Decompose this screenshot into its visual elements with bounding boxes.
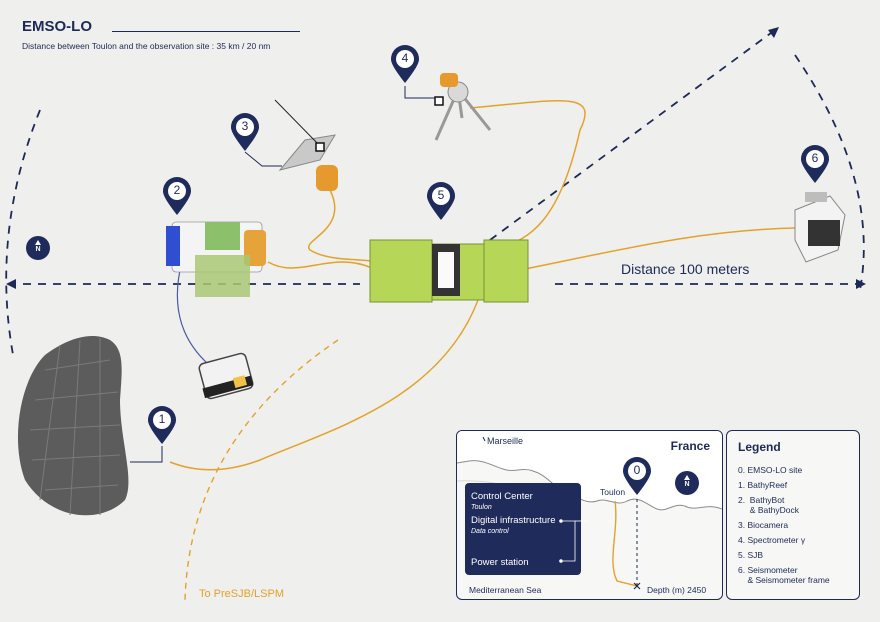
legend-item: 6. Seismometer & Seismometer frame — [738, 565, 830, 585]
north-arrow-icon — [35, 240, 41, 245]
north-compass: N — [26, 236, 50, 260]
bathydock-blue — [166, 226, 180, 266]
bathybot-yellow — [232, 375, 248, 388]
cc-toulon: Toulon — [471, 504, 492, 511]
map-pin-icon — [163, 177, 191, 215]
bathyreef-mesh — [29, 338, 121, 516]
left-range-arc — [5, 109, 41, 361]
page-subtitle: Distance between Toulon and the observat… — [22, 41, 271, 51]
map-pin-icon — [148, 406, 176, 444]
legend-list: 0. EMSO-LO site 1. BathyReef 2. BathyBot… — [738, 465, 830, 590]
sjb-panel-left — [369, 239, 433, 303]
control-center-box: Control Center Toulon Digital infrastruc… — [465, 483, 589, 575]
coastline — [457, 460, 722, 511]
distance-label: Distance 100 meters — [621, 261, 750, 277]
legend-title: Legend — [738, 440, 781, 454]
biocamera-box — [315, 142, 325, 152]
legend-item: 0. EMSO-LO site — [738, 465, 803, 475]
distance-line-diagonal — [489, 29, 776, 241]
seismometer-dark — [808, 220, 840, 246]
north-label: N — [35, 246, 41, 253]
toulon-cable — [612, 500, 638, 587]
presjb-label: To PreSJB/LSPM — [199, 588, 284, 600]
pin-1[interactable]: 1 — [147, 406, 177, 446]
pin-number: 4 — [401, 51, 409, 65]
legend-item: 3. Biocamera — [738, 520, 789, 530]
pin-0[interactable]: 0 — [622, 457, 652, 497]
site-x-marker — [633, 582, 641, 590]
cable-sjb-spectrometer — [469, 99, 586, 249]
map-north-label: N — [684, 481, 690, 488]
spectrometer-box — [434, 96, 444, 106]
map-sea: Mediterranean Sea — [469, 585, 542, 595]
seismometer-cap — [805, 192, 827, 202]
map-depth: Depth (m) 2450 — [647, 585, 707, 595]
biocamera-legs — [278, 134, 336, 171]
page-title: EMSO-LO — [22, 18, 92, 35]
sjb-panel-right — [483, 239, 529, 303]
pin-4[interactable]: 4 — [390, 45, 420, 85]
arrow-right — [856, 279, 866, 289]
cc-connector-lines — [559, 519, 589, 563]
cable-sjb-bathyreef — [169, 299, 479, 471]
legend-item: 4. Spectrometer γ — [738, 535, 806, 545]
bathyreef-shape — [17, 335, 129, 516]
pin-number: 6 — [811, 151, 819, 165]
map-country: France — [670, 439, 710, 453]
cable-sjb-bathydock — [267, 261, 373, 269]
map-pin-icon — [231, 113, 259, 151]
legend-item: 2. BathyBot & BathyDock — [738, 495, 799, 515]
pin-leader-1 — [130, 446, 163, 463]
biocamera-cylinder — [316, 165, 338, 191]
pin-leader-3 — [244, 151, 282, 167]
pin-5[interactable]: 5 — [426, 182, 456, 222]
pin-number: 3 — [241, 119, 249, 133]
spectrometer-cylinder — [440, 73, 458, 87]
pin-leader-4 — [404, 86, 435, 99]
cable-sjb-seismometer — [519, 227, 796, 271]
map-city-toulon: Toulon — [600, 487, 626, 497]
cc-digital-infra: Digital infrastructure — [471, 515, 556, 526]
cc-control-center: Control Center — [471, 491, 533, 502]
biocamera-mast — [274, 99, 323, 149]
right-range-arc — [794, 54, 865, 291]
title-rule — [112, 31, 300, 32]
pin-number: 2 — [173, 183, 181, 197]
cc-power-station: Power station — [471, 557, 529, 568]
cable-sjb-biocamera — [307, 189, 379, 263]
city-marker-marseille — [482, 436, 486, 442]
bathydock-grid — [195, 255, 250, 297]
inset-map: France Marseille Toulon Mediterranean Se… — [456, 430, 723, 600]
pin-2[interactable]: 2 — [162, 177, 192, 217]
presjb-arc — [184, 339, 339, 601]
map-pin-icon — [391, 45, 419, 83]
landmass — [457, 431, 722, 510]
pin-3[interactable]: 3 — [230, 113, 260, 153]
pin-number: 1 — [158, 412, 166, 426]
arrow-left — [6, 279, 16, 289]
map-city-marseille: Marseille — [487, 436, 524, 446]
pin-number: 0 — [633, 463, 641, 477]
legend: Legend 0. EMSO-LO site 1. BathyReef 2. B… — [726, 430, 860, 600]
bathydock-panel — [205, 222, 240, 250]
pin-number: 5 — [437, 188, 445, 202]
legend-item: 1. BathyReef — [738, 480, 788, 490]
map-pin-icon — [801, 145, 829, 183]
sjb-core-inner — [438, 252, 454, 288]
arrow-diagonal — [768, 27, 779, 38]
north-arrow-icon — [684, 475, 690, 480]
map-pin-icon — [427, 182, 455, 220]
map-north-compass: N — [675, 471, 699, 495]
pin-6[interactable]: 6 — [800, 145, 830, 185]
legend-item: 5. SJB — [738, 550, 764, 560]
cc-data-control: Data control — [471, 528, 509, 535]
map-pin-icon — [623, 457, 651, 495]
